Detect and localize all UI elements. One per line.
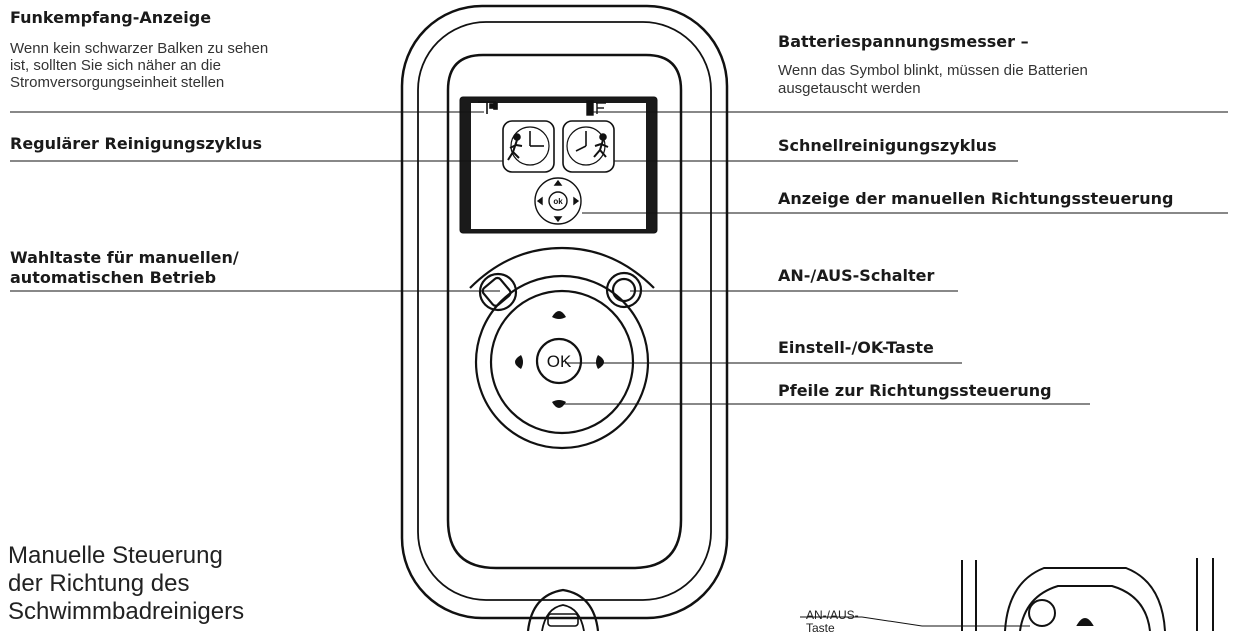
arrow-down-icon: [552, 400, 566, 408]
inset-detail: [961, 558, 1214, 631]
ok-key-label: Einstell-/OK-Taste: [778, 338, 934, 357]
battery-meter-title: Batteriespannungsmesser –: [778, 32, 1029, 51]
arrow-left-icon: [515, 355, 523, 369]
ok-button-text: OK: [547, 352, 572, 371]
power-switch-button: [605, 271, 643, 309]
battery-meter-desc-line-2: ausgetauscht werden: [778, 80, 921, 97]
section-heading-line-3: Schwimmbadreinigers: [8, 598, 245, 625]
signal-indicator-desc-line-2: ist, sollten Sie sich näher an die: [10, 57, 221, 74]
screen-direction-pad-icon: [534, 177, 582, 225]
mode-select-label-line-1: Wahltaste für manuellen/: [10, 248, 239, 267]
direction-arrows: [515, 311, 604, 408]
remote-inner-shell: [417, 21, 712, 601]
mode-select-label-line-2: automatischen Betrieb: [10, 268, 217, 287]
power-switch-label: AN-/AUS-Schalter: [778, 266, 935, 285]
signal-strength-icon: [478, 101, 498, 114]
strap-slot: [526, 588, 600, 631]
keypad-ring: [489, 289, 635, 435]
ok-button: [535, 337, 583, 385]
remote-front-panel: [446, 53, 683, 570]
battery-meter-desc-line-1: Wenn das Symbol blinkt, müssen die Batte…: [778, 62, 1088, 79]
signal-indicator-desc-line-3: Stromversorgungseinheit stellen: [10, 74, 225, 91]
signal-indicator-desc-line-1: Wenn kein schwarzer Balken zu sehen: [10, 40, 269, 57]
regular-cycle-icon: [502, 120, 555, 173]
keypad-surround: [469, 246, 655, 289]
lcd-display-area: [471, 103, 646, 229]
regular-cycle-label: Regulärer Reinigungszyklus: [10, 134, 263, 153]
manual-direction-display-label: Anzeige der manuellen Richtungssteuerung: [778, 189, 1174, 208]
quick-cycle-icon: [562, 120, 615, 173]
leader-lines: [10, 111, 1228, 405]
mode-select-button: [478, 272, 518, 312]
section-heading-line-1: Manuelle Steuerung: [8, 542, 223, 569]
signal-indicator-title: Funkempfang-Anzeige: [10, 8, 212, 27]
direction-arrows-label: Pfeile zur Richtungssteuerung: [778, 381, 1052, 400]
keypad-outer-ring: [474, 274, 650, 450]
battery-icon: [586, 100, 606, 116]
arrow-right-icon: [596, 355, 604, 369]
inset-label-line-1: AN-/AUS-: [806, 608, 859, 622]
remote-outer-shell: [400, 4, 729, 620]
screen-ok-text: ok: [553, 197, 563, 206]
arrow-up-icon: [552, 311, 566, 319]
quick-cycle-label: Schnellreinigungszyklus: [778, 136, 997, 155]
section-heading-line-2: der Richtung des: [8, 570, 190, 597]
